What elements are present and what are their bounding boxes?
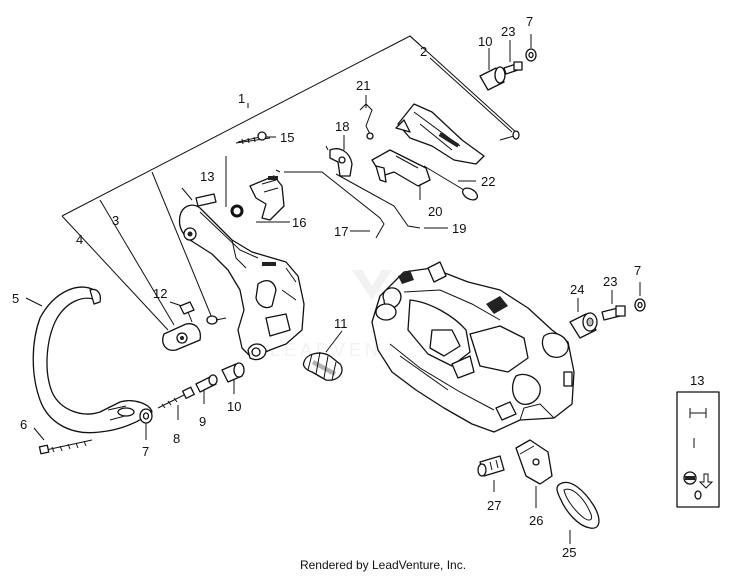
callout-25: 25 [562,545,576,560]
rod-19 [335,173,421,229]
callout-numbers: 1 2 3 4 5 6 7 7 7 8 9 10 10 11 12 13 13 … [12,14,704,560]
screw-12 [179,301,195,323]
spacer-10-left [221,362,245,383]
callout-7-top: 7 [526,14,533,29]
bracket-4 [162,323,202,351]
callout-21: 21 [356,78,370,93]
callout-16: 16 [292,215,306,230]
crankcase-housing [371,261,575,433]
top-cover-2 [395,103,485,165]
callout-26: 26 [529,513,543,528]
screw-15 [237,131,267,145]
lever-20 [371,149,431,187]
front-handle [32,286,153,434]
callout-19: 19 [452,221,466,236]
callout-15: 15 [280,130,294,145]
av-spring-11 [302,351,343,381]
spacer-24 [569,312,598,339]
rod-17 [275,169,385,239]
callout-23-top: 23 [501,24,515,39]
bracket-26 [515,439,553,485]
spring-21 [359,103,374,140]
callout-3: 3 [112,213,119,228]
callout-13-left: 13 [200,169,214,184]
bolt-23-top [503,61,523,75]
callout-27: 27 [487,498,501,513]
callout-20: 20 [428,204,442,219]
bolt-23-right [601,305,626,321]
washer-7-top [525,48,537,62]
label-13 [195,193,217,207]
callout-2: 2 [420,44,427,59]
callout-7-left: 7 [142,444,149,459]
callout-12: 12 [153,286,167,301]
washer-7-left [139,408,153,424]
callout-11: 11 [334,316,348,331]
callout-22: 22 [481,174,495,189]
callout-9: 9 [199,414,206,429]
bolt-8 [157,386,195,409]
footer-credit: Rendered by LeadVenture, Inc. [0,558,750,572]
bracket-18 [325,145,353,177]
callout-4: 4 [76,232,83,247]
footer-text: Rendered by LeadVenture, Inc. [299,558,467,572]
callout-5: 5 [12,291,19,306]
callout-1: 1 [238,91,245,106]
callout-24: 24 [570,282,584,297]
callout-8: 8 [173,431,180,446]
label-panel-13 [676,391,720,508]
callout-13-right: 13 [690,373,704,388]
callout-23-right: 23 [603,274,617,289]
screw-6 [38,439,93,455]
loop-25 [556,481,600,529]
washer-7-right [634,298,646,312]
callout-18: 18 [335,119,349,134]
screw-3 [206,315,227,325]
pin-9 [195,374,218,393]
spacer-10-top [479,66,506,91]
callout-6: 6 [20,417,27,432]
rear-handle-housing [178,204,305,361]
leader-lines [25,34,641,544]
screw-2 [499,130,520,141]
callout-17: 17 [334,224,348,239]
screw-27 [477,455,505,477]
callout-10-top: 10 [478,34,492,49]
choke-rod-22 [423,165,479,201]
callout-10-bottom: 10 [227,399,241,414]
callout-7-right: 7 [634,263,641,278]
throttle-trigger-16 [230,175,285,221]
